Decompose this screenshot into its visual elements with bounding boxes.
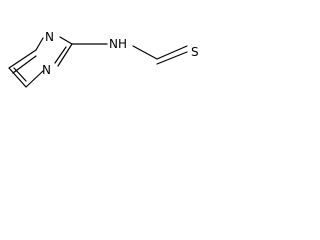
chemical-structure: N N NH S — [8, 30, 199, 88]
bond-c-s-double — [156, 51, 188, 65]
bond-n1-c2 — [59, 36, 73, 45]
atom-label-nh: NH — [109, 37, 127, 51]
bond-n3-c4 — [25, 70, 44, 88]
thioformamide-chain — [71, 43, 188, 65]
bond-c4-c5-double — [13, 67, 27, 82]
atom-label-n1: N — [45, 30, 54, 44]
bond-c-s — [156, 45, 188, 60]
bond-c2-n3 — [57, 43, 73, 67]
atom-label-s: S — [191, 45, 199, 59]
bond-c5-c6 — [8, 49, 37, 69]
bond-c2-n3-double — [54, 46, 67, 64]
bond-c5-c6-double — [12, 55, 37, 74]
bond-c4-c5 — [8, 67, 27, 88]
bond-c6-n1 — [35, 37, 44, 51]
bond-nh-c — [132, 45, 158, 60]
atom-label-n3: N — [42, 63, 51, 77]
pyrimidine-ring — [8, 36, 73, 88]
